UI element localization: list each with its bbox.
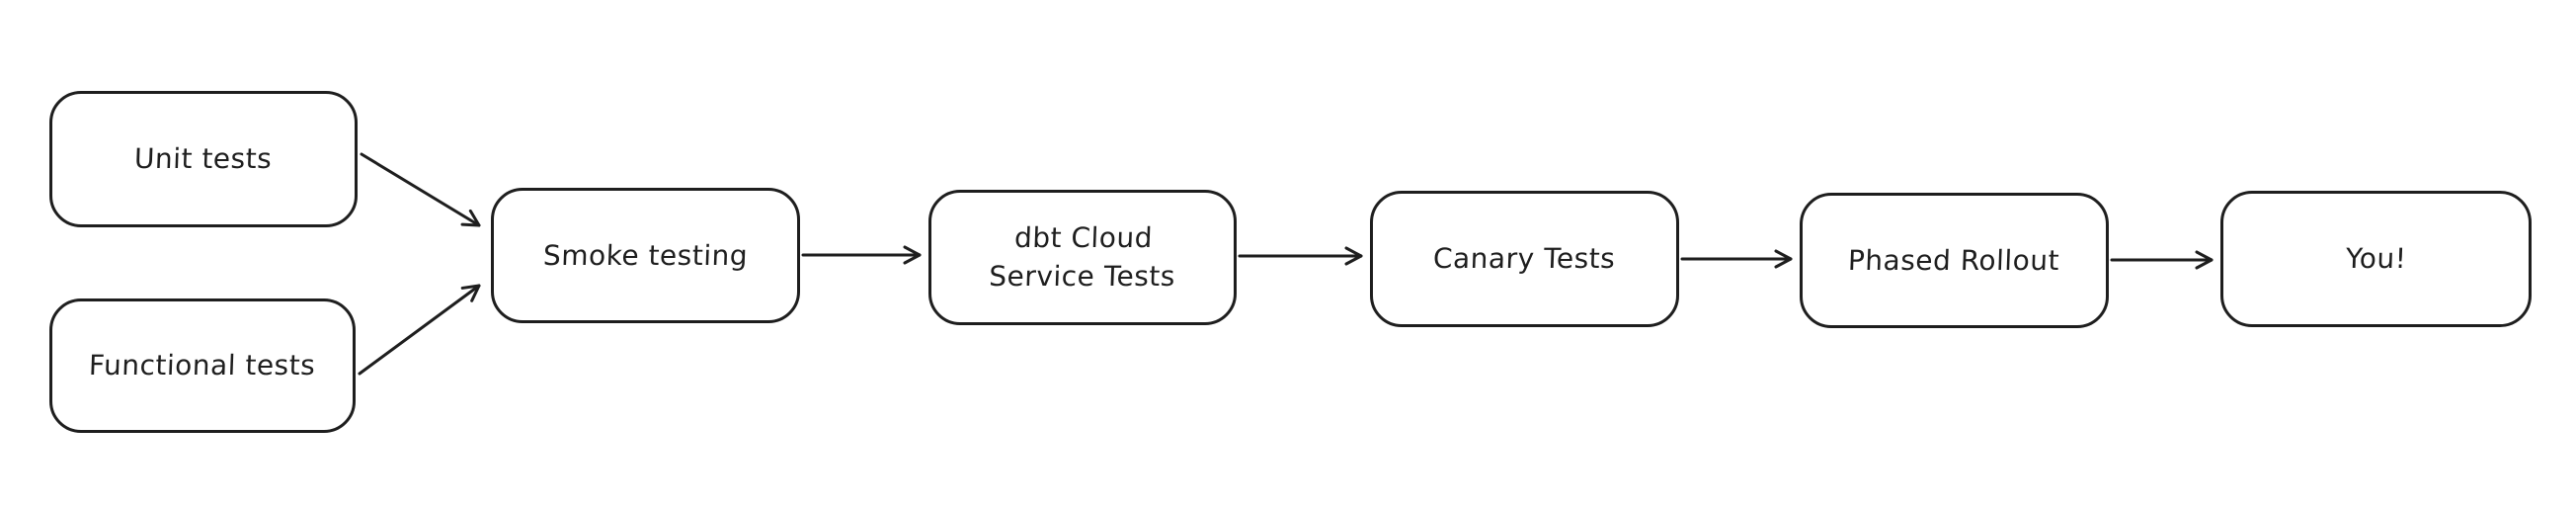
node-functional-tests-label: Functional tests [88, 349, 317, 382]
node-smoke-testing-label: Smoke testing [542, 238, 749, 272]
node-dbt-cloud-service-tests: dbt Cloud Service Tests [928, 190, 1237, 325]
node-unit-tests-label: Unit tests [133, 142, 274, 176]
arrow-unit-tests-to-smoke-testing [360, 152, 481, 227]
node-canary-tests: Canary Tests [1370, 191, 1679, 327]
node-dbt-cloud-service-tests-label: dbt Cloud Service Tests [988, 221, 1176, 294]
arrow-functional-tests-to-smoke-testing [358, 284, 481, 376]
node-phased-rollout-label: Phased Rollout [1847, 243, 2061, 277]
node-you-label: You! [2345, 242, 2407, 276]
node-smoke-testing: Smoke testing [491, 188, 800, 323]
node-phased-rollout: Phased Rollout [1800, 193, 2109, 328]
node-functional-tests: Functional tests [49, 298, 356, 433]
node-canary-tests-label: Canary Tests [1432, 242, 1617, 276]
node-you: You! [2220, 191, 2532, 327]
node-unit-tests: Unit tests [49, 91, 358, 227]
